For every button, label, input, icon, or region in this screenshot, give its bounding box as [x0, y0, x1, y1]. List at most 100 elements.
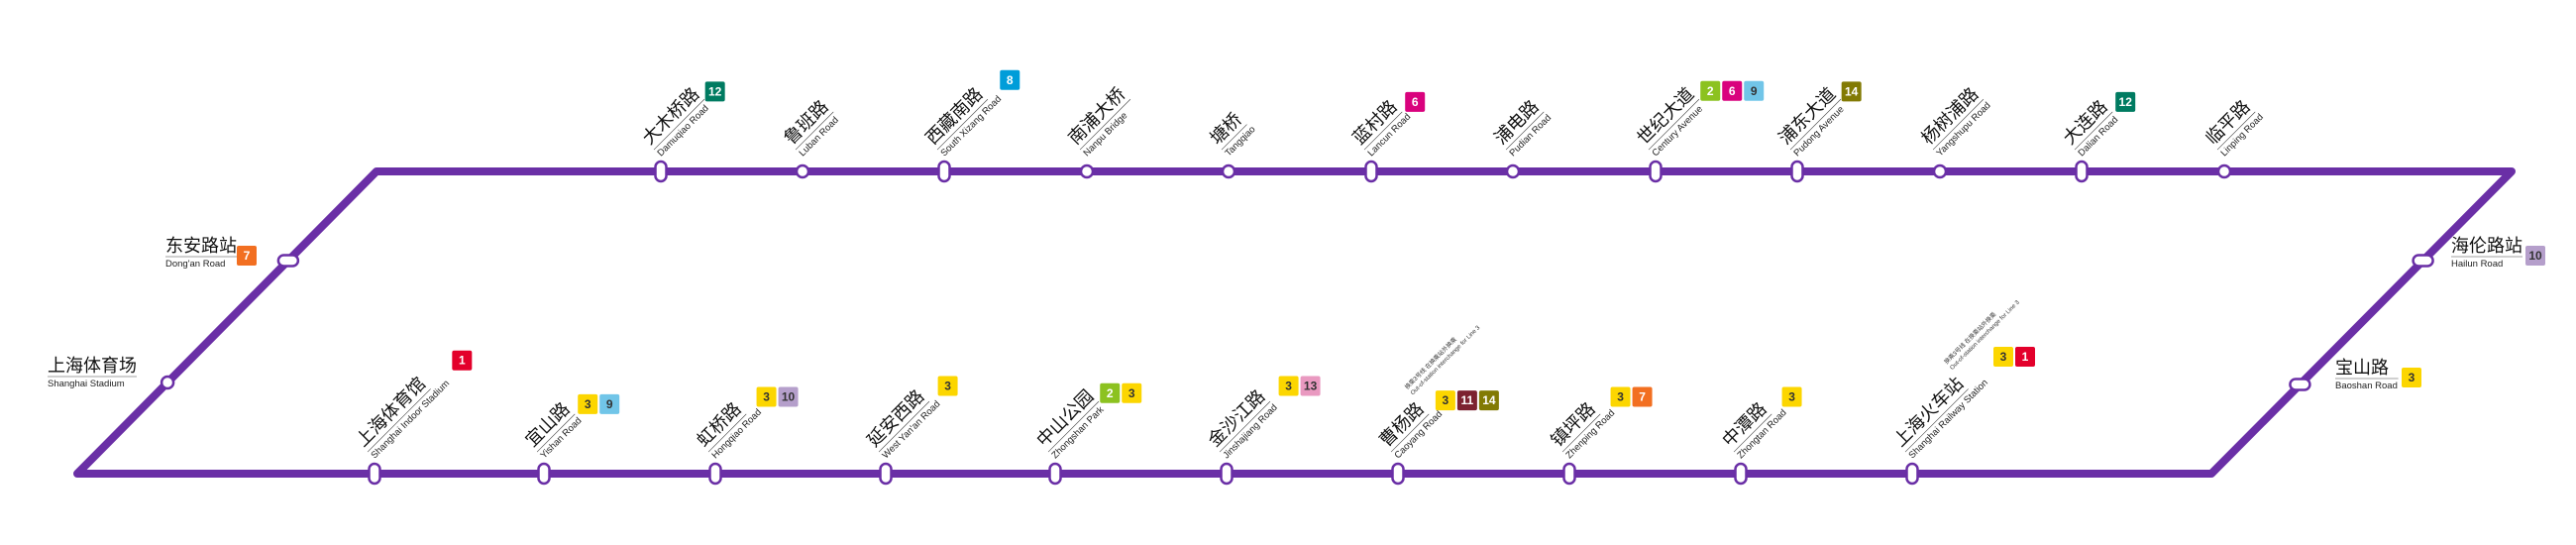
line-2-badge[interactable]: 2 [1100, 382, 1121, 403]
station-marker[interactable] [2216, 164, 2232, 179]
line-number: 3 [1285, 379, 1292, 392]
line-9-badge[interactable]: 9 [599, 393, 620, 414]
line-7-badge[interactable]: 7 [237, 246, 257, 266]
line-2-badge[interactable]: 2 [1700, 80, 1721, 101]
station-marker[interactable] [160, 375, 175, 390]
station-marker[interactable] [1079, 164, 1095, 179]
line-7-badge[interactable]: 7 [1632, 386, 1653, 407]
label-underline [2216, 111, 2256, 151]
station-marker[interactable] [1221, 164, 1236, 179]
label-underline [795, 111, 834, 151]
line-number: 3 [585, 397, 591, 411]
line-number: 9 [606, 397, 613, 411]
line-9-badge[interactable]: 9 [1744, 80, 1765, 101]
station-marker[interactable] [1932, 164, 1948, 179]
line-3-badge[interactable]: 3 [1122, 382, 1142, 403]
line-3-badge[interactable]: 3 [1781, 386, 1802, 407]
interchange-marker[interactable] [1391, 462, 1405, 486]
interchange-marker[interactable] [1220, 462, 1234, 486]
line-badge-bg [704, 81, 725, 102]
line-13-badge[interactable]: 13 [1300, 376, 1321, 396]
line-6-badge[interactable]: 6 [1722, 80, 1743, 101]
interchange-marker[interactable] [1364, 160, 1378, 183]
line-3-badge[interactable]: 3 [578, 393, 598, 414]
interchange-marker[interactable] [879, 462, 893, 486]
line-1-badge[interactable]: 1 [2015, 347, 2036, 368]
interchange-marker[interactable] [1790, 160, 1804, 183]
line-12-badge[interactable]: 12 [2115, 91, 2136, 112]
line-14-badge[interactable]: 14 [1841, 81, 1862, 102]
station-marker[interactable] [1505, 164, 1521, 179]
interchange-marker[interactable] [2289, 378, 2311, 391]
line-6-badge[interactable]: 6 [1405, 91, 1426, 112]
line-3-badge[interactable]: 3 [2402, 368, 2421, 387]
line-badge-bg [1000, 69, 1020, 90]
line-badge-bg [452, 350, 473, 371]
interchange-marker[interactable] [276, 254, 300, 268]
line-number: 6 [1729, 84, 1736, 98]
interchange-marker[interactable] [1562, 462, 1576, 486]
interchange-marker[interactable] [368, 462, 381, 486]
interchange-marker[interactable] [1048, 462, 1062, 486]
line-10-badge[interactable]: 10 [778, 386, 799, 407]
line-3-badge[interactable]: 3 [1610, 386, 1631, 407]
line-12-badge[interactable]: 12 [704, 81, 725, 102]
interchange-marker[interactable] [1734, 462, 1748, 486]
line-14-badge[interactable]: 14 [1478, 390, 1499, 411]
interchange-marker[interactable] [654, 160, 668, 183]
interchange-marker[interactable] [1905, 462, 1919, 486]
interchange-marker[interactable] [937, 160, 951, 183]
line-number: 3 [2000, 350, 2007, 364]
interchange-marker[interactable] [1649, 160, 1663, 183]
line-8-badge[interactable]: 8 [1000, 69, 1020, 90]
interchange-marker[interactable] [2075, 160, 2089, 183]
line-badge-bg [2402, 368, 2421, 387]
transfer-note-cn: 换乘3号线 在换乘站外换乘 [1943, 310, 1998, 366]
line-3-badge[interactable]: 3 [937, 376, 958, 396]
line-3-badge[interactable]: 3 [1435, 390, 1455, 411]
line-1-badge[interactable]: 1 [452, 350, 473, 371]
line-badge-bg [1722, 80, 1743, 101]
line-3-badge[interactable]: 3 [1278, 376, 1299, 396]
line-11-badge[interactable]: 11 [1456, 390, 1477, 411]
transfer-lines: 10 [2525, 246, 2545, 266]
station-marker[interactable] [795, 164, 810, 179]
line-3-badge[interactable]: 3 [1993, 347, 2014, 368]
interchange-marker[interactable] [537, 462, 551, 486]
interchange-marker[interactable] [708, 462, 722, 486]
line-3-badge[interactable]: 3 [756, 386, 777, 407]
interchange-marker[interactable] [2412, 254, 2434, 268]
line-10-badge[interactable]: 10 [2525, 246, 2545, 266]
